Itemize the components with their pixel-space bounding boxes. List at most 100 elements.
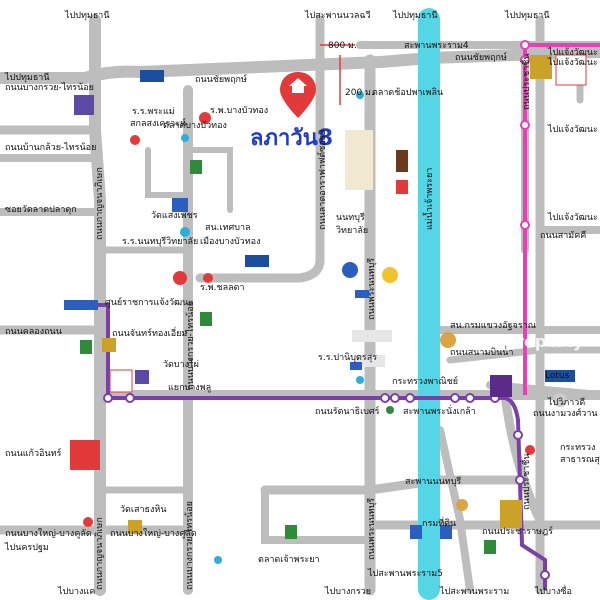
ptt-icon (355, 290, 369, 298)
label-57: ไปวิภาวดี (547, 397, 585, 408)
label-17: ซอยวัดลาดปลาดุก (5, 205, 77, 215)
label-38: ถนนรัตนาธิเบศร์ (315, 405, 380, 417)
mall-icon (553, 393, 567, 407)
vlabel-3: ถนนบางกรวย-ไทรน้อย (184, 501, 195, 590)
vlabel-5: ถนนพระนนทบุรี (366, 258, 377, 320)
purple-line-route (90, 303, 547, 590)
bigc-3-icon (530, 55, 552, 79)
lotus-store-icon (140, 70, 164, 82)
label-40: ถนนงามวงศ์วาน (533, 407, 598, 419)
seven-eleven-4-icon (285, 525, 297, 539)
label-19: ไปแจ้งวัฒนะ (547, 212, 598, 223)
vlabel-8: ถนนประชาชื่น (519, 53, 532, 110)
label-30: ถนนจันทร์ทองเอี่ยม (112, 326, 187, 339)
seven-eleven-5-icon (386, 406, 394, 414)
vlabel-2: ถนนบางกรวย-ไทรน้อย (185, 301, 196, 390)
map-labels: ไปปทุมธานี ไปสะพานนวลฉวี ไปปทุมธานี ไปปท… (4, 10, 600, 597)
label-10: ไปแจ้งวัฒนะ (547, 47, 598, 58)
school-2-icon (356, 376, 364, 384)
label-1: ไปสะพานนวลฉวี (304, 10, 371, 21)
ministry-2-icon (456, 499, 468, 511)
label-55: ไปสะพานพระราม (439, 586, 509, 597)
boat-icon (440, 525, 452, 539)
bigc-4-icon (500, 500, 522, 528)
vlabel-9: ถนนประชาชื่น (519, 453, 532, 510)
shell-icon (382, 267, 398, 283)
hospital-icon (130, 135, 140, 145)
label-16: ถนนบ้านกล้วย-ไทรน้อย (5, 142, 96, 153)
label-8: ถนนชัยพฤกษ์ (195, 73, 247, 85)
label-25: นนทบุรี (336, 212, 365, 223)
seven-eleven-3-icon (80, 340, 92, 354)
label-43: สาธารณสุข (560, 455, 600, 465)
label-28: ศูนย์ราชการแจ้งวัฒนะ (105, 296, 193, 308)
label-37: แยกบางพลู (168, 383, 211, 393)
tmb-bank-icon (172, 198, 188, 212)
label-45: วัดเสาธงหิน (120, 504, 167, 515)
vlabel-4: ถนนลาดอาราฟาฟต์ซอย3 (316, 129, 328, 230)
hospital-4-icon (525, 445, 535, 455)
label-49: ถนนประชาราษฎร์ (482, 525, 553, 537)
ptt-station-icon (342, 262, 358, 278)
lotus-2-icon (245, 255, 269, 267)
label-34: กระทรวงพาณิชย์ (392, 375, 458, 387)
label-35: ร.ร.ปานิบุตรสุร (318, 352, 377, 363)
label-50: ไปนครปฐม (4, 542, 49, 553)
landmark-icons (64, 54, 587, 564)
distance-markers (320, 44, 355, 105)
bank-icon (74, 95, 94, 115)
label-11: ร.ร.พระแม่ (132, 107, 175, 117)
label-20: ถนนสามัคคี (540, 230, 586, 241)
park-icon (355, 355, 385, 367)
vlabel-7: แม่น้ำเจ้าพระยา (422, 168, 435, 230)
label-22: ร.ร.นนทบุรีวิทยาลัย (122, 236, 198, 247)
central-icon (109, 369, 133, 393)
coffee-icon (396, 150, 408, 172)
central-2-icon (555, 54, 587, 86)
distance-200: 200 ม. (345, 88, 374, 98)
river (418, 8, 440, 600)
label-27: ร.พ.ชลลดา (200, 283, 245, 293)
vertical-road-labels: ถนนกาญจนาภิเษก ถนนกาญจนาภิเษก ถนนบางกรวย… (94, 53, 532, 590)
label-14: ตลาดบางบัวทอง (163, 121, 227, 131)
label-13: ร.พ.บางบัวทอง (210, 106, 268, 116)
label-15: ตลาดช้อปพาเพลิน (372, 87, 443, 98)
label-18: ไปแจ้งวัฒนะ (547, 124, 598, 135)
vlabel-6: ถนนพระนนทบุรี (366, 498, 377, 560)
hospital-3-icon (83, 517, 93, 527)
vlabel-1: ถนนกาญจนาภิเษก (94, 517, 105, 590)
school-icon (180, 227, 190, 237)
label-6: ไปปทุมธานี (4, 72, 50, 83)
lpg-icon (350, 362, 362, 370)
label-7: ถนนบางกรวย-ไทรน้อย (5, 82, 94, 93)
watermark: DDproperty (478, 332, 584, 351)
label-23: สน.เทศบาล (205, 223, 251, 233)
vlabel-0: ถนนกาญจนาภิเษก (94, 167, 105, 240)
label-46: ถนนบางใหญ่-บางคูลัด (5, 528, 92, 539)
label-41: ถนนแก้วอินทร์ (5, 447, 62, 459)
market-2-icon (214, 556, 222, 564)
label-39: สะพานพระนั่งเกล้า (403, 404, 476, 417)
lotus-3-icon (545, 370, 575, 382)
label-24: เมืองบางบัวทอง (200, 236, 260, 247)
label-56: ไปบางซื่อ (534, 584, 572, 597)
bigc-2-icon (128, 520, 142, 534)
mcdonalds-icon (396, 180, 408, 194)
label-52: ไปสะพานพระราม5 (367, 568, 443, 579)
label-9: ไปแจ้งวัฒนะ (547, 57, 598, 68)
market-icon (181, 134, 189, 142)
label-2: ไปปทุมธานี (392, 10, 438, 21)
pure-place-icon (345, 130, 373, 190)
seven-eleven-2-icon (200, 312, 212, 326)
project-title: ลภาวัน8 (250, 126, 333, 151)
hospital-2-icon (203, 273, 213, 283)
distance-800: 800 ม. (328, 41, 357, 51)
label-3: ไปปทุมธานี (504, 10, 550, 21)
label-53: ไปบางแค (57, 586, 95, 597)
label-4: สะพานพระราม4 (404, 41, 469, 51)
transit-stations (103, 393, 550, 580)
label-47: ถนนบางใหญ่-บางคูลัด (110, 528, 197, 539)
esso-icon (173, 271, 187, 285)
